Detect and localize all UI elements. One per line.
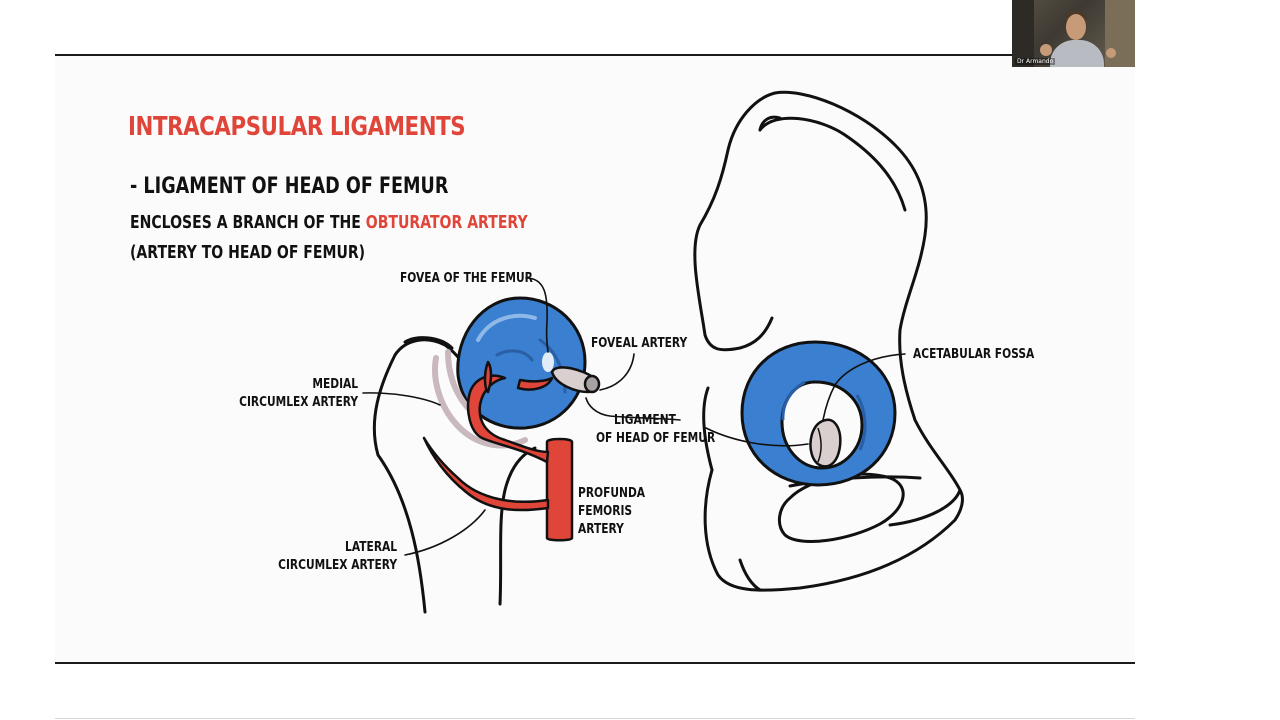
label-ligament-line-2: OF HEAD OF FEMUR bbox=[596, 431, 716, 446]
femur-shaft-right bbox=[498, 446, 537, 606]
presenter-head bbox=[1066, 14, 1086, 40]
webcam-background-shelf bbox=[1012, 0, 1034, 67]
acetabulum bbox=[740, 340, 897, 487]
hip-bone-illustration bbox=[693, 90, 964, 592]
ligament-leader-right bbox=[705, 427, 809, 447]
label-lateral-line-1: LATERAL bbox=[344, 540, 397, 555]
label-lateral-circumflex-artery: LATERAL CIRCUMLEX ARTERY bbox=[278, 539, 397, 575]
pubis-lower-outline bbox=[703, 468, 964, 592]
ligament-of-head bbox=[550, 366, 601, 394]
label-ligament-of-head-of-femur: LIGAMENT OF HEAD OF FEMUR bbox=[596, 412, 715, 448]
label-profunda-line-2: FEMORIS bbox=[578, 504, 633, 519]
ilium-inner-line bbox=[758, 116, 907, 212]
presenter-hand-left bbox=[1040, 44, 1052, 56]
label-profunda-femoris-artery: PROFUNDA FEMORIS ARTERY bbox=[578, 485, 645, 539]
label-lateral-line-2: CIRCUMLEX ARTERY bbox=[278, 558, 397, 573]
label-fovea-of-femur: FOVEA OF THE FEMUR bbox=[400, 271, 533, 286]
medial-circumflex-artery bbox=[466, 374, 550, 464]
slide-title: INTRACAPSULAR LIGAMENTS bbox=[128, 112, 466, 142]
presenter-hand-right bbox=[1106, 48, 1116, 58]
label-profunda-line-3: ARTERY bbox=[578, 522, 624, 537]
label-profunda-line-1: PROFUNDA bbox=[578, 486, 646, 501]
label-medial-circumflex-artery: MEDIAL CIRCUMLEX ARTERY bbox=[239, 376, 358, 412]
ilium-inner-curve bbox=[758, 115, 782, 132]
slide-bottom-border bbox=[55, 662, 1135, 664]
description-prefix: ENCLOSES A BRANCH OF THE bbox=[130, 212, 366, 233]
artery-branch bbox=[483, 360, 493, 394]
greater-trochanter bbox=[403, 336, 454, 350]
label-ligament-line-1: LIGAMENT bbox=[614, 413, 676, 428]
leader-lines bbox=[362, 277, 681, 556]
acetabular-fossa-leader bbox=[822, 353, 906, 421]
description-line-1: ENCLOSES A BRANCH OF THE OBTURATOR ARTER… bbox=[130, 212, 528, 233]
arteries bbox=[422, 360, 574, 542]
ischium-line bbox=[702, 386, 714, 472]
label-medial-line-1: MEDIAL bbox=[312, 377, 358, 392]
femur-outline bbox=[372, 338, 472, 614]
description-line-2: (ARTERY TO HEAD OF FEMUR) bbox=[130, 242, 366, 263]
window-bottom-divider bbox=[55, 718, 1135, 719]
ilium-left-outline bbox=[693, 91, 777, 352]
obturator-artery-highlight: OBTURATOR ARTERY bbox=[365, 212, 528, 233]
femoral-head bbox=[456, 296, 587, 430]
slide-subtitle: - LIGAMENT OF HEAD OF FEMUR bbox=[130, 174, 449, 199]
label-medial-line-2: CIRCUMLEX ARTERY bbox=[239, 395, 358, 410]
presenter-body bbox=[1050, 40, 1104, 67]
label-foveal-artery: FOVEAL ARTERY bbox=[591, 336, 688, 351]
slide-top-border bbox=[55, 54, 1135, 56]
slide-canvas bbox=[55, 56, 1135, 662]
participant-name-label: Dr Armando bbox=[1015, 58, 1056, 65]
femur-illustration bbox=[372, 336, 537, 614]
lateral-circumflex-artery bbox=[422, 436, 550, 512]
profunda-femoris-vessel bbox=[545, 437, 574, 542]
label-acetabular-fossa: ACETABULAR FOSSA bbox=[913, 347, 1035, 362]
webcam-thumbnail[interactable]: Dr Armando bbox=[1012, 0, 1135, 67]
